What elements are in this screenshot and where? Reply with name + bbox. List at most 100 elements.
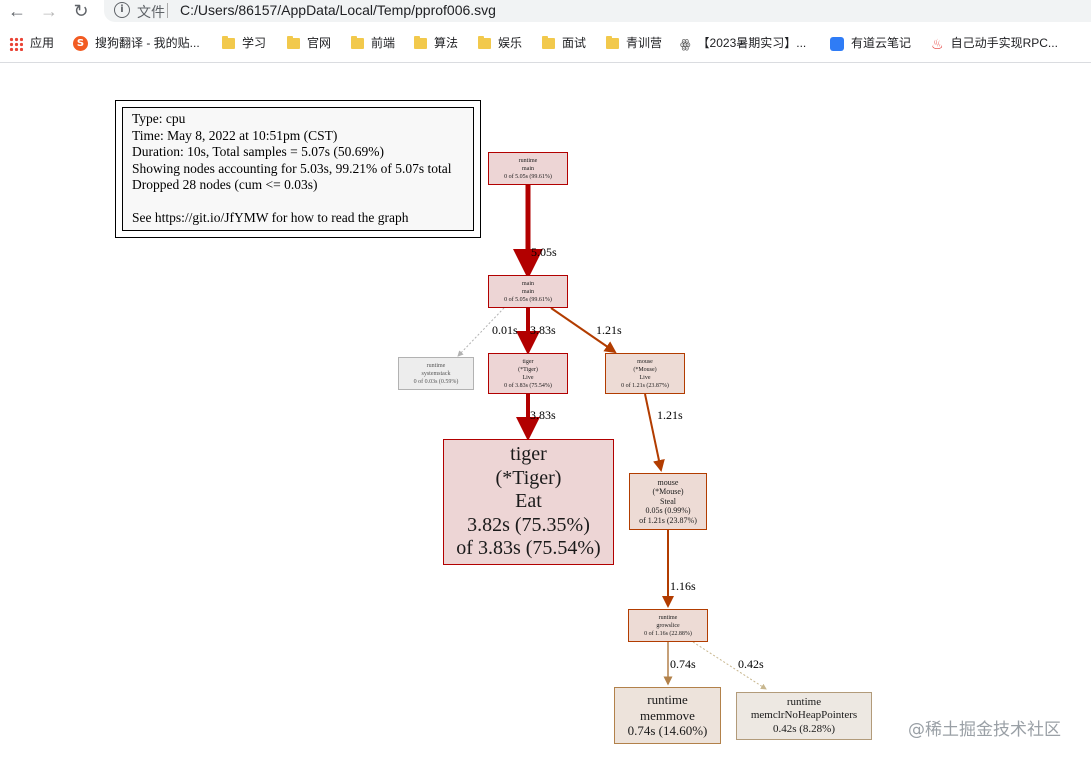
edge-label: 0.74s: [670, 657, 696, 671]
folder-icon: [414, 36, 427, 50]
sogou-icon: S: [73, 36, 88, 52]
bookmark-label: 学习: [242, 36, 267, 50]
edge-label: 5.05s: [531, 245, 557, 259]
legend-line: Showing nodes accounting for 5.03s, 99.2…: [132, 160, 452, 176]
bookmark-label: 搜狗翻译 - 我的贴...: [95, 36, 200, 50]
bookmark-sogou[interactable]: S 搜狗翻译 - 我的贴...: [73, 33, 200, 53]
bookmark-rpc[interactable]: ♨自己动手实现RPC...: [931, 33, 1058, 53]
edge-main-to-mouse-live: [550, 307, 617, 354]
node-tiger-live[interactable]: tiger (*Tiger) Live 0 of 3.83s (75.54%): [488, 353, 568, 394]
bookmark-label: 【2023暑期实习】...: [697, 36, 807, 50]
forward-arrow-icon[interactable]: →: [40, 1, 58, 21]
edge-label: 1.21s: [596, 323, 622, 337]
address-bar[interactable]: i 文件 C:/Users/86157/AppData/Local/Temp/p…: [104, 0, 1091, 22]
node-line: 0 of 0.03s (0.59%): [413, 378, 459, 385]
node-line: 0 of 1.21s (23.87%): [621, 382, 669, 389]
bookmark-label: 自己动手实现RPC...: [950, 36, 1058, 50]
bookmark-label: 有道云笔记: [851, 36, 912, 50]
node-line: (*Mouse): [633, 366, 657, 373]
legend-line: See https://git.io/JfYMW for how to read…: [132, 210, 409, 225]
node-line: systemstack: [421, 370, 451, 377]
folder-icon: [287, 36, 300, 50]
edge-main-to-systemstack: [457, 307, 505, 357]
edge-growslice-to-memclr: [692, 641, 767, 690]
legend-line: Duration: 10s, Total samples = 5.07s (50…: [132, 144, 385, 159]
bookmark-folder-interview[interactable]: 面试: [542, 33, 586, 53]
node-line: runtime: [647, 692, 688, 708]
graph-edges: [457, 184, 767, 690]
edge-label: 1.16s: [670, 579, 696, 593]
address-scheme-label: 文件: [137, 4, 165, 20]
edge-label: 3.83s: [530, 323, 556, 337]
node-line: memmove: [640, 707, 695, 723]
legend-line: Dropped 28 nodes (cum <= 0.03s): [132, 177, 318, 192]
back-arrow-icon[interactable]: ←: [8, 1, 26, 21]
node-mouse-live[interactable]: mouse (*Mouse) Live 0 of 1.21s (23.87%): [605, 353, 685, 394]
node-main-main[interactable]: main main 0 of 5.05s (99.61%): [488, 275, 568, 308]
edge-mouse-live-to-steal: [644, 393, 665, 472]
node-line: Steal: [660, 496, 676, 506]
node-line: main: [522, 165, 534, 172]
legend-body: Type: cpu Time: May 8, 2022 at 10:51pm (…: [122, 107, 474, 231]
node-runtime-growslice[interactable]: runtime growslice 0 of 1.16s (22.88%): [628, 609, 708, 642]
bookmark-label: 官网: [307, 36, 332, 50]
legend-line: [132, 194, 464, 211]
address-url[interactable]: C:/Users/86157/AppData/Local/Temp/pprof0…: [180, 2, 496, 18]
node-runtime-main[interactable]: runtime main 0 of 5.05s (99.61%): [488, 152, 568, 185]
site-icon: ꙮ: [680, 36, 691, 51]
legend-line: Type: cpu: [132, 111, 186, 126]
bookmark-label: 面试: [562, 36, 587, 50]
folder-icon: [351, 36, 364, 50]
bookmark-youdao[interactable]: 有道云笔记: [830, 33, 911, 53]
node-line: runtime: [518, 157, 538, 164]
node-line: mouse: [657, 477, 679, 487]
node-line: 0.74s (14.60%): [627, 723, 708, 739]
node-line: runtime: [658, 614, 678, 621]
node-line: (*Tiger): [495, 466, 562, 489]
node-line: memclrNoHeapPointers: [750, 709, 858, 722]
node-line: runtime: [786, 695, 822, 708]
address-separator: [167, 3, 168, 18]
node-line: main: [522, 280, 534, 287]
bookmark-folder-official[interactable]: 官网: [287, 33, 331, 53]
node-line: of 1.21s (23.87%): [639, 515, 697, 525]
legend-line: Time: May 8, 2022 at 10:51pm (CST): [132, 127, 338, 143]
bookmark-internship[interactable]: ꙮ 【2023暑期实习】...: [680, 33, 806, 53]
node-line: of 3.83s (75.54%): [456, 537, 601, 560]
node-line: tiger: [522, 358, 534, 365]
folder-icon: [222, 36, 235, 50]
apps-grid-icon: [9, 36, 23, 51]
info-icon[interactable]: i: [114, 2, 130, 18]
node-line: 0 of 5.05s (99.61%): [504, 296, 552, 303]
node-line: Live: [522, 374, 534, 381]
node-line: 0 of 5.05s (99.61%): [504, 173, 552, 180]
bookmark-apps[interactable]: 应用: [9, 33, 54, 53]
bookmark-label: 青训营: [626, 36, 663, 50]
watermark-text: @稀土掘金技术社区: [908, 720, 1061, 740]
bookmark-folder-algorithm[interactable]: 算法: [414, 33, 458, 53]
bookmark-folder-camp[interactable]: 青训营: [606, 33, 662, 53]
reload-icon[interactable]: ↻: [73, 1, 89, 21]
edge-label: 1.21s: [657, 408, 683, 422]
edge-label: 3.83s: [530, 408, 556, 422]
node-line: main: [522, 288, 534, 295]
node-line: (*Tiger): [518, 366, 538, 373]
node-runtime-memclr[interactable]: runtime memclrNoHeapPointers 0.42s (8.28…: [736, 692, 872, 740]
node-mouse-steal[interactable]: mouse (*Mouse) Steal 0.05s (0.99%) of 1.…: [629, 473, 707, 530]
node-runtime-systemstack[interactable]: runtime systemstack 0 of 0.03s (0.59%): [398, 357, 474, 390]
node-line: 3.82s (75.35%): [467, 513, 590, 536]
edge-label: 0.01s: [492, 323, 518, 337]
node-tiger-eat[interactable]: tiger (*Tiger) Eat 3.82s (75.35%) of 3.8…: [443, 439, 614, 565]
node-runtime-memmove[interactable]: runtime memmove 0.74s (14.60%): [614, 687, 721, 744]
graph-legend: Type: cpu Time: May 8, 2022 at 10:51pm (…: [115, 100, 481, 238]
bookmark-folder-study[interactable]: 学习: [222, 33, 266, 53]
node-line: Eat: [515, 490, 542, 513]
node-line: Live: [639, 374, 651, 381]
node-line: 0.05s (0.99%): [645, 506, 691, 516]
node-line: runtime: [426, 362, 446, 369]
bookmark-folder-frontend[interactable]: 前端: [351, 33, 395, 53]
bookmark-folder-entertainment[interactable]: 娱乐: [478, 33, 522, 53]
node-line: 0 of 3.83s (75.54%): [504, 382, 552, 389]
bookmark-label: 算法: [434, 36, 459, 50]
